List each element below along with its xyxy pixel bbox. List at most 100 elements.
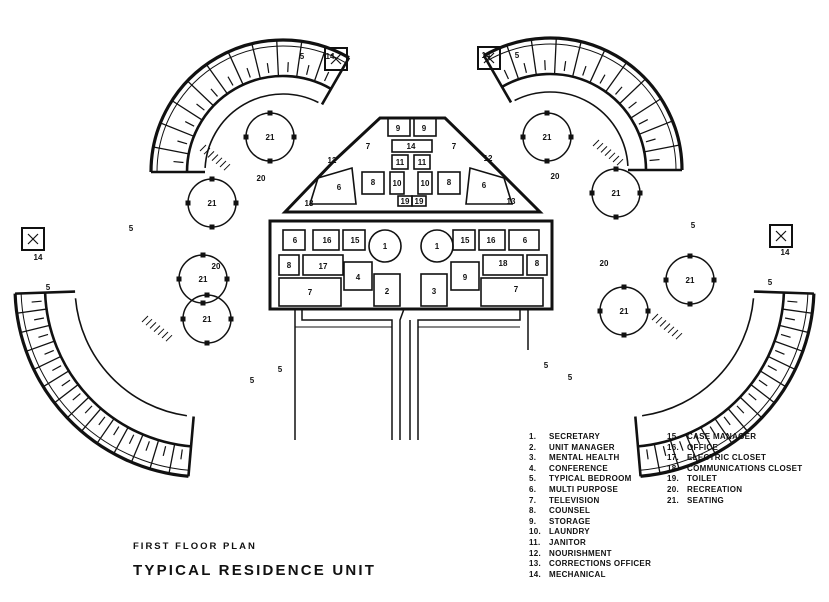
seat	[568, 134, 574, 140]
room-label-6: 6	[482, 181, 487, 190]
room-label-2: 2	[385, 287, 390, 296]
bedroom-wall	[251, 43, 261, 79]
room-label-21: 21	[686, 276, 695, 285]
legend-number: 20.	[667, 484, 680, 494]
bed-mark	[767, 365, 777, 372]
legend-number: 5.	[529, 474, 537, 484]
wing-wall	[501, 72, 648, 171]
mechanical-room	[477, 46, 501, 70]
room-label-13: 13	[507, 197, 516, 206]
bed-mark	[646, 449, 649, 460]
room-label-14: 14	[326, 52, 335, 61]
legend-label: TYPICAL BEDROOM	[549, 474, 632, 484]
bed-mark	[227, 76, 234, 86]
seat	[711, 277, 717, 283]
legend-number: 21.	[667, 495, 680, 505]
wing-wall	[637, 292, 786, 448]
legend-number: 12.	[529, 548, 542, 558]
seat	[597, 308, 603, 314]
bedroom-wall	[276, 40, 280, 77]
legend-number: 9.	[529, 516, 537, 526]
room-label-14: 14	[407, 142, 416, 151]
bedroom-wall	[160, 122, 195, 137]
room-label-5: 5	[515, 51, 520, 60]
bedroom-wall	[153, 146, 189, 155]
bedroom-wall	[187, 80, 214, 107]
legend-number: 7.	[529, 495, 537, 505]
legend-item: 7.TELEVISION	[529, 496, 651, 507]
room-label-21: 21	[612, 189, 621, 198]
seat	[621, 284, 627, 290]
room-label-9: 9	[463, 273, 468, 282]
legend-label: JANITOR	[549, 537, 587, 547]
room-label-5: 5	[46, 283, 51, 292]
legend-item: 16.OFFICE	[667, 443, 802, 454]
seat	[621, 332, 627, 338]
room-label-14: 14	[34, 253, 43, 262]
bedroom-wall	[644, 144, 680, 153]
bedroom-wall	[20, 324, 50, 334]
seat	[267, 110, 273, 116]
stair-tread	[149, 322, 157, 329]
room-label-17: 17	[319, 262, 328, 271]
wing-wall	[514, 91, 629, 166]
legend-number: 16.	[667, 442, 680, 452]
room-label-5: 5	[129, 224, 134, 233]
legend-label: STORAGE	[549, 516, 591, 526]
legend-item: 6.MULTI PURPOSE	[529, 485, 651, 496]
bed-mark	[34, 317, 45, 321]
bed-mark	[758, 379, 768, 387]
room-label-10: 10	[421, 179, 430, 188]
stair-tread	[153, 325, 161, 332]
seat	[185, 200, 191, 206]
seat	[520, 134, 526, 140]
room-label-12: 12	[484, 154, 493, 163]
stair-tread	[659, 320, 667, 327]
legend-item: 17.ELECTRIC CLOSET	[667, 453, 802, 464]
room-label-16: 16	[487, 236, 496, 245]
legend-item: 12. NOURISHMENT	[529, 549, 651, 560]
legend-label: NOURISHMENT	[549, 548, 612, 558]
room-label-5: 5	[278, 365, 283, 374]
bedroom-wall	[171, 100, 203, 121]
wing-wall	[204, 93, 319, 168]
stair-tread	[145, 318, 153, 326]
bed-mark	[173, 160, 184, 164]
bedroom-wall	[506, 45, 520, 80]
bedroom-wall	[33, 355, 62, 371]
room-label-8: 8	[287, 261, 292, 270]
room-label-6: 6	[337, 183, 342, 192]
legend-number: 18.	[667, 463, 680, 473]
legend-item: 9. STORAGE	[529, 517, 651, 528]
wing-wall	[149, 38, 350, 173]
legend-item: 5. TYPICAL BEDROOM	[529, 474, 651, 485]
seat	[663, 277, 669, 283]
bed-mark	[246, 67, 251, 78]
room-label-9: 9	[396, 124, 401, 133]
seat	[687, 253, 693, 259]
bedroom-wall	[619, 78, 646, 105]
bed-mark	[615, 86, 623, 95]
bed-mark	[503, 69, 510, 80]
bed-mark	[196, 103, 205, 111]
room-label-14: 14	[482, 51, 491, 60]
bed-mark	[628, 101, 637, 109]
stair-tread	[141, 315, 149, 323]
room-label-8: 8	[371, 178, 376, 187]
legend-label: MECHANICAL	[549, 569, 606, 579]
bed-mark	[44, 349, 54, 355]
legend-number: 19.	[667, 474, 680, 484]
bed-mark	[679, 441, 684, 451]
legend-number: 17.	[667, 453, 680, 463]
seat	[291, 134, 297, 140]
room-label-3: 3	[432, 287, 437, 296]
bed-mark	[709, 426, 716, 436]
bedroom-wall	[727, 408, 749, 432]
stair-tread	[616, 158, 624, 166]
stair-tread	[596, 142, 604, 150]
legend-item: 11.JANITOR	[529, 538, 651, 549]
bed-mark	[662, 446, 667, 457]
room-label-20: 20	[212, 262, 221, 271]
